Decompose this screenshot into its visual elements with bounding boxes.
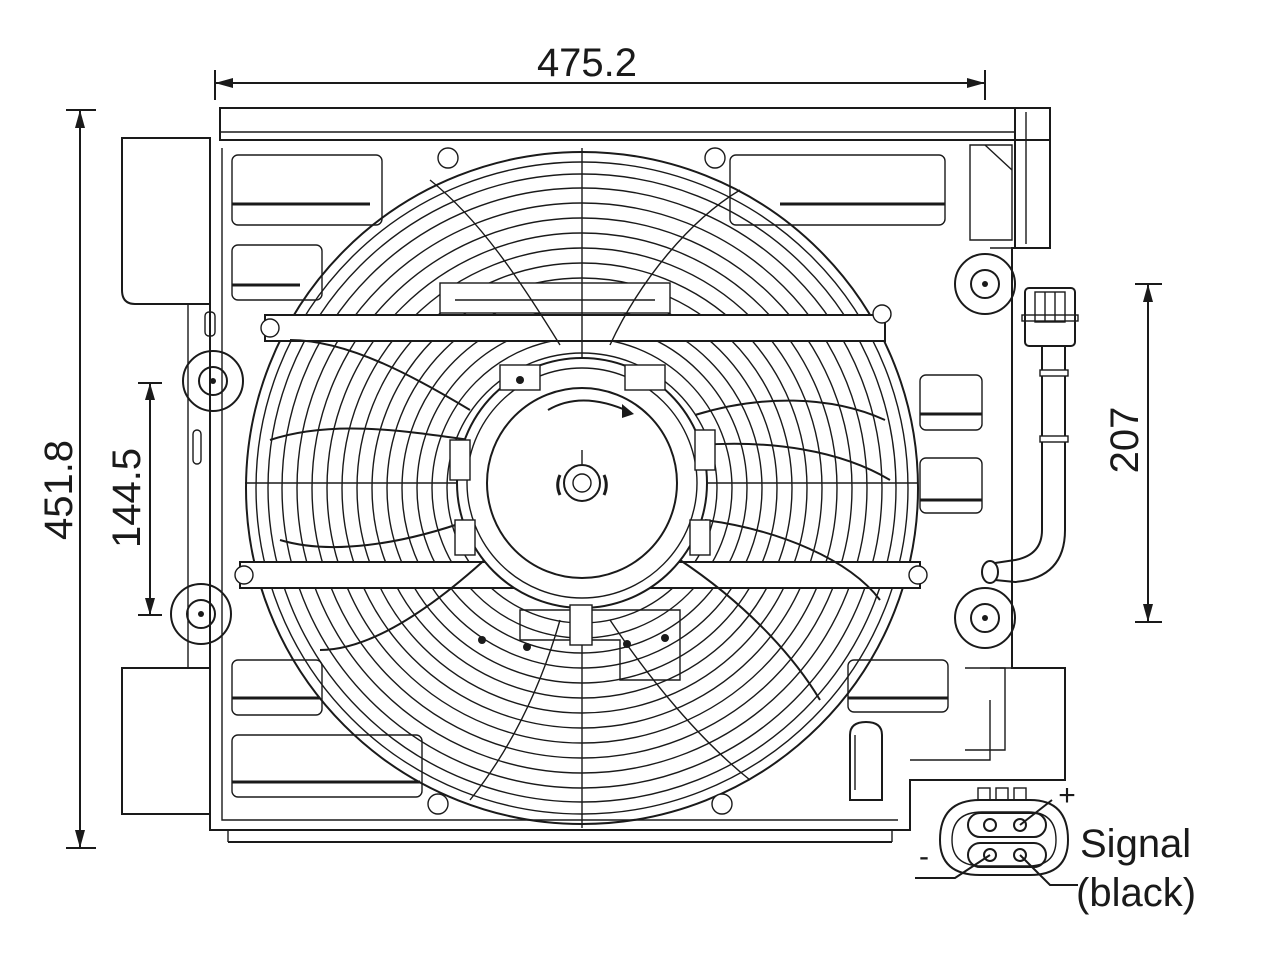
plus-pin-label: + [1058, 779, 1076, 812]
wiring-harness [981, 287, 1079, 584]
dimension-cable-length-label: 207 [1103, 407, 1147, 474]
signal-leader [1019, 854, 1078, 886]
dimension-cable-length: 207 [1103, 283, 1162, 623]
mount-hole-right-upper [954, 253, 1016, 315]
dimension-mount-spacing-label: 144.5 [105, 448, 149, 548]
fan-guard [234, 147, 928, 828]
dimension-width-label: 475.2 [537, 41, 637, 85]
louver-slots [231, 154, 983, 798]
minus-pin-label: - [919, 840, 929, 873]
mount-hole-left-lower [170, 583, 232, 645]
mount-hole-left-upper [182, 350, 244, 412]
plus-leader [1019, 799, 1053, 826]
dimension-width: 475.2 [214, 41, 986, 100]
fan-blades [269, 179, 891, 801]
signal-wire-color-label: (black) [1076, 871, 1196, 915]
signal-pin-label: Signal [1080, 822, 1191, 866]
shroud-frame [121, 107, 1066, 843]
motor-hub [449, 357, 716, 681]
dimension-height: 451.8 [37, 109, 96, 849]
dimension-height-label: 451.8 [37, 440, 81, 540]
dimension-mount-spacing: 144.5 [105, 382, 162, 616]
minus-leader [915, 854, 991, 879]
connector-pinout: + - Signal (black) [915, 779, 1196, 915]
mount-hole-right-lower [954, 587, 1016, 649]
